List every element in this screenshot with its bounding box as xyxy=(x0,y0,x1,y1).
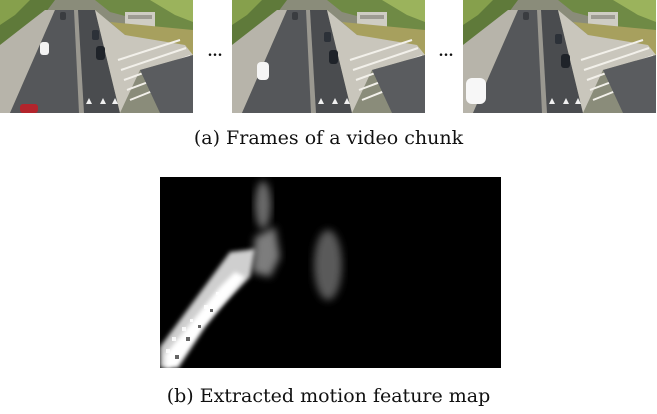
street-scene-image xyxy=(463,0,656,113)
street-scene-image xyxy=(0,0,193,113)
video-frame-3 xyxy=(463,0,656,113)
motion-feature-map-image xyxy=(160,177,501,368)
ellipsis-2: ... xyxy=(439,43,454,60)
caption-b: (b) Extracted motion feature map xyxy=(166,385,491,407)
motion-feature-map xyxy=(160,177,501,368)
caption-a: (a) Frames of a video chunk xyxy=(193,127,464,149)
video-frame-2 xyxy=(232,0,425,113)
video-frame-1 xyxy=(0,0,193,113)
ellipsis-1: ... xyxy=(208,43,223,60)
street-scene-image xyxy=(232,0,425,113)
